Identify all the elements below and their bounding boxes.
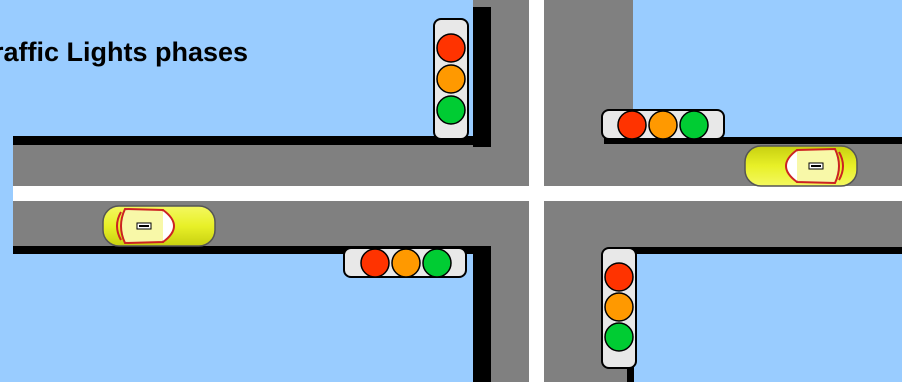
- red-lamp: [437, 34, 465, 62]
- curb-north-west-vertical: [473, 7, 491, 147]
- amber-lamp: [649, 111, 677, 139]
- green-lamp: [437, 96, 465, 124]
- amber-lamp: [605, 293, 633, 321]
- red-lamp: [618, 111, 646, 139]
- car-eastbound: [103, 206, 215, 246]
- curb-south-west-vertical: [473, 246, 491, 382]
- horizontal-center-line: [13, 186, 902, 201]
- curb-south-east-horizontal: [627, 247, 902, 254]
- traffic-light-south-east: [602, 248, 636, 368]
- red-lamp: [605, 263, 633, 291]
- traffic-light-south-west: [344, 248, 466, 277]
- car-westbound: [745, 146, 857, 186]
- green-lamp: [605, 323, 633, 351]
- traffic-light-north-west: [434, 19, 468, 139]
- diagram-title: raffic Lights phases: [0, 37, 248, 68]
- green-lamp: [423, 249, 451, 277]
- vertical-center-line: [529, 0, 544, 382]
- amber-lamp: [392, 249, 420, 277]
- traffic-light-north-east: [602, 110, 724, 139]
- amber-lamp: [437, 65, 465, 93]
- green-lamp: [680, 111, 708, 139]
- curb-north-west-horizontal: [13, 136, 491, 145]
- car-roof-sign-mark: [139, 225, 149, 227]
- red-lamp: [361, 249, 389, 277]
- car-roof-sign-mark: [811, 165, 821, 167]
